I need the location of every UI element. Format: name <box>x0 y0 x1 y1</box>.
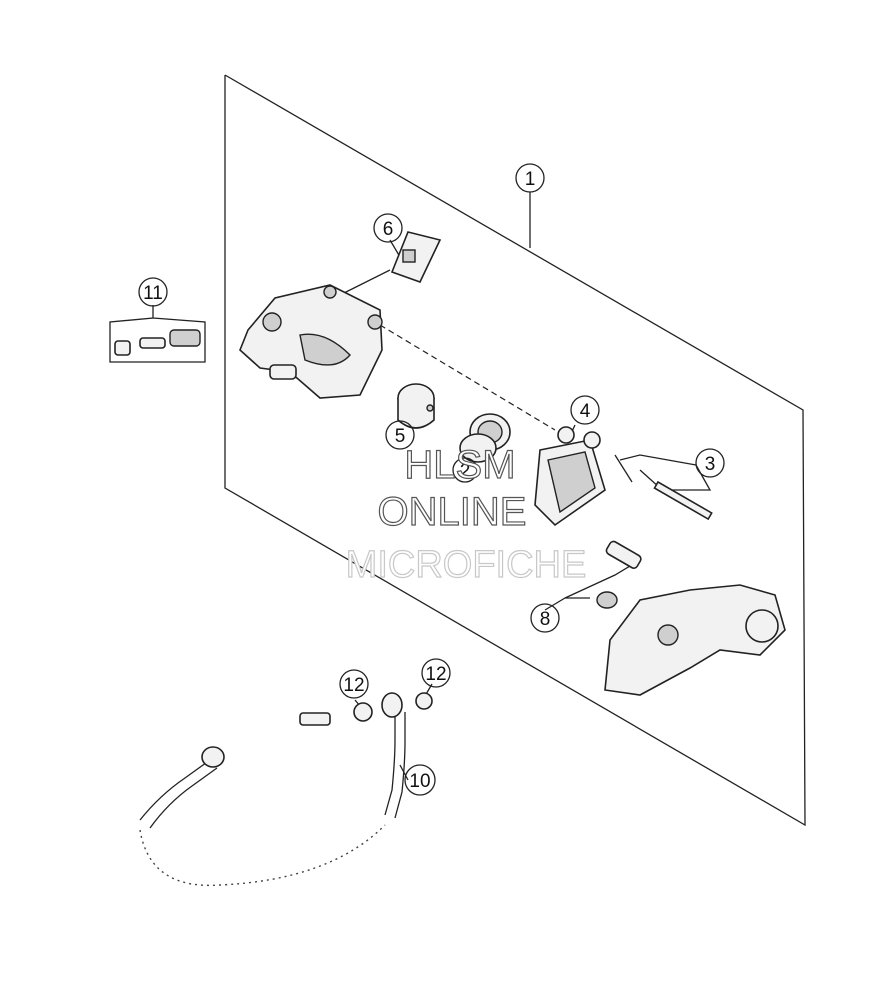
svg-text:12: 12 <box>343 675 364 696</box>
leader-lines <box>109 192 712 781</box>
callout-4: 4 <box>570 395 600 425</box>
watermark-line-3: MICROFICHE <box>346 544 587 586</box>
callout-5: 5 <box>385 420 415 450</box>
callout-6: 6 <box>373 213 403 243</box>
svg-text:6: 6 <box>383 219 394 240</box>
svg-text:8: 8 <box>540 609 551 630</box>
brake-hose-part <box>139 692 406 887</box>
watermark-line-2: ONLINE <box>378 490 527 534</box>
svg-text:10: 10 <box>409 771 430 792</box>
caliper-housing <box>239 284 383 399</box>
brake-pads-part <box>534 426 606 527</box>
callout-3: 3 <box>695 448 725 478</box>
caliper-bracket <box>604 584 786 696</box>
pad-spring-part <box>390 231 442 283</box>
banjo-bolt <box>299 712 331 726</box>
callout-8: 8 <box>530 603 560 633</box>
pad-pin-part <box>614 454 713 521</box>
assembly-outline <box>224 74 806 827</box>
svg-text:11: 11 <box>143 283 163 304</box>
svg-text:3: 3 <box>705 454 716 475</box>
guide-pin-part <box>596 540 642 609</box>
svg-text:1: 1 <box>525 169 536 190</box>
callout-1: 1 <box>515 163 545 193</box>
callout-12-right: 12 <box>421 658 451 688</box>
callout-12-left: 12 <box>339 669 369 699</box>
svg-text:12: 12 <box>425 664 446 685</box>
watermark: HLSM ONLINE MICROFICHE <box>345 442 587 586</box>
svg-text:5: 5 <box>395 426 406 447</box>
callout-10: 10 <box>404 764 436 796</box>
svg-text:4: 4 <box>580 401 591 422</box>
svg-text:2: 2 <box>460 461 471 482</box>
seal-ring-part <box>459 413 511 463</box>
callout-bubbles: 1 3 4 5 6 8 10 11 <box>138 163 725 796</box>
piston-part <box>397 383 435 429</box>
bleeder-screw-parts <box>114 329 201 356</box>
watermark-line-1: HLSM <box>404 443 515 487</box>
sealing-washers <box>353 692 433 722</box>
callout-2: 2 <box>452 457 478 483</box>
callout-11: 11 <box>138 277 168 307</box>
